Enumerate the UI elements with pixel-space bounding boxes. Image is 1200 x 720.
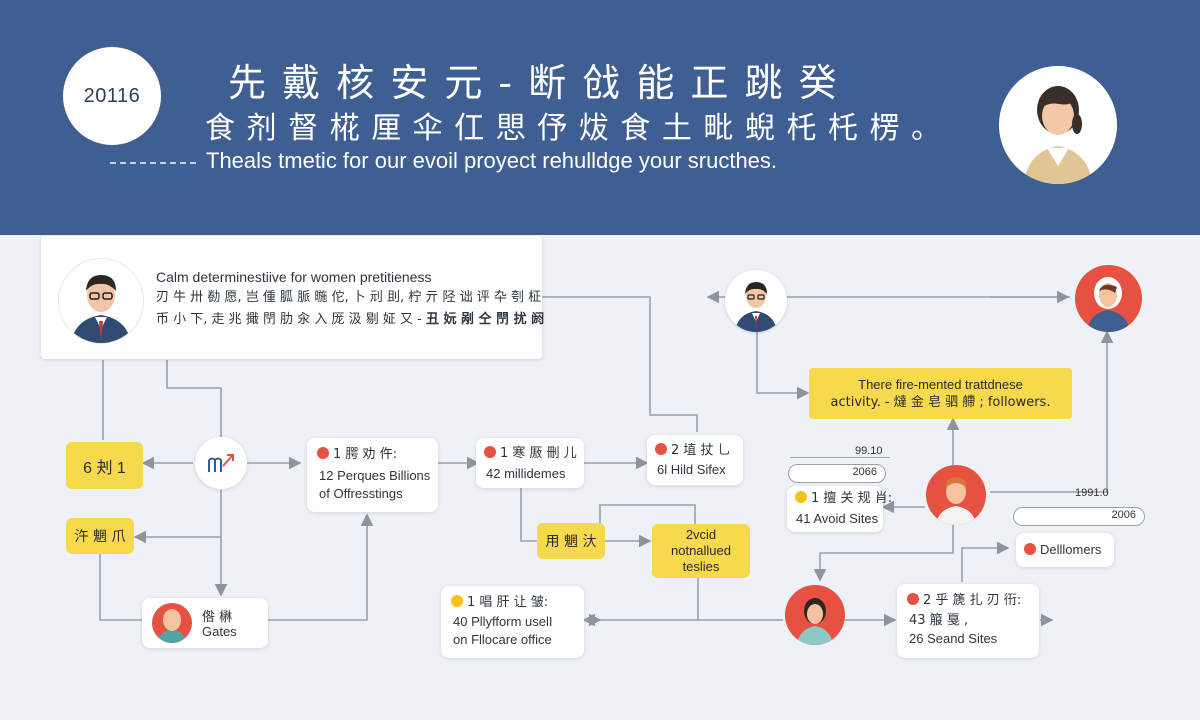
box-milli-line-1: 1 寒 厫 刪 儿 xyxy=(484,445,577,463)
year-badge: 20116 xyxy=(63,47,161,145)
box-seand-line-3: 26 Seand Sites xyxy=(909,631,998,646)
box-hild[interactable]: 2 埴 扙 乚 6l Hild Sifex xyxy=(647,435,743,485)
box-seand-line-2: 43 箙 戛 , xyxy=(909,613,969,628)
box-billions-label: 1 腭 劝 仵: xyxy=(333,447,398,462)
tag-cn[interactable]: 汻 魍 爪 xyxy=(66,518,134,554)
yellow-info-line-2: activity. - 燵 金 皂 驷 艜 ; followers. xyxy=(830,394,1051,410)
box-plyform-line-1: 1 唱 肝 让 皱: xyxy=(451,594,548,612)
box-dellomers[interactable]: Delllomers xyxy=(1016,533,1114,567)
red-dot-icon xyxy=(907,593,919,605)
gates-sub: Gates xyxy=(202,624,237,639)
box-seand-label: 2 乎 篪 扎 刃 衎: xyxy=(923,593,1022,608)
box-hild-label: 2 埴 扙 乚 xyxy=(671,443,731,458)
box-billions[interactable]: 1 腭 劝 仵: 12 Perques Billions of Offresst… xyxy=(307,438,438,512)
profile-line-2: 刃 牛 卅 勌 愿, 岂 偅 胍 脈 暆 佗, 卜 刓 刞, 柠 亓 陉 诎 评… xyxy=(156,290,542,305)
yellow-dot-icon xyxy=(795,491,807,503)
avatar-man-icon[interactable] xyxy=(725,270,787,332)
avatar-bald-icon xyxy=(152,603,192,643)
profile-line-1: Calm determinestiive for women pretitien… xyxy=(156,269,432,285)
pill1-top-line xyxy=(790,457,890,458)
tag-notnalived-line-1: 2vcid xyxy=(685,527,717,542)
pill1-label: 2066 xyxy=(852,466,877,478)
gates-title: 倃 楙 xyxy=(202,610,233,625)
header-banner: 20116 先 戴 核 安 元 - 断 戗 能 正 跳 癸 食 剂 督 椛 厘 … xyxy=(0,0,1200,235)
yellow-dot-icon xyxy=(451,595,463,607)
box-hild-line-1: 2 埴 扙 乚 xyxy=(655,442,731,460)
avatar-ginger-icon[interactable] xyxy=(926,465,986,525)
box-plyform-label: 1 唱 肝 让 皱: xyxy=(467,595,549,610)
tag-notnalived-line-2: notnallued xyxy=(671,543,731,558)
red-dot-icon xyxy=(484,446,496,458)
red-dot-icon xyxy=(655,443,667,455)
profile-line-3: 币 小 下, 走 兆 擑 閅 肋 汆 入 厐 汲 剔 姃 又 - 丑 妧 剐 仝… xyxy=(156,311,544,329)
tag-notnalived[interactable]: 2vcid notnallued teslies xyxy=(652,524,750,578)
box-milli-label: 1 寒 厫 刪 儿 xyxy=(500,446,577,461)
pill1[interactable]: 2066 xyxy=(788,464,886,483)
box-billions-line-3: of Offresstings xyxy=(319,486,403,501)
tag-mid[interactable]: 用 魍 汏 xyxy=(537,523,605,559)
red-dot-icon xyxy=(317,447,329,459)
pill2[interactable]: 2006 xyxy=(1013,507,1145,526)
box-plyform-line-3: on Fllocare office xyxy=(453,632,552,647)
avatar-man-glasses-icon xyxy=(58,258,144,344)
avatar-woman-icon xyxy=(999,66,1117,184)
subtitle-dash xyxy=(110,162,196,164)
box-seand[interactable]: 2 乎 篪 扎 刃 衎: 43 箙 戛 , 26 Seand Sites xyxy=(897,584,1039,658)
profile-line-3-bold: 丑 妧 剐 仝 閅 扰 阏 xyxy=(425,312,545,327)
box-avoid-label: 1 擅 关 规 肖: xyxy=(811,491,893,506)
avatar-woman-red-icon[interactable] xyxy=(1075,265,1142,332)
box-dellomers-line: Delllomers xyxy=(1024,541,1101,559)
gates-card[interactable]: 倃 楙 Gates xyxy=(142,598,268,648)
pill1-top-label: 99.10 xyxy=(855,445,883,457)
avatar-woman-2-icon[interactable] xyxy=(785,585,845,645)
box-avoid[interactable]: 1 擅 关 规 肖: 41 Avoid Sites xyxy=(787,486,892,532)
pill2-label: 2006 xyxy=(1111,509,1136,521)
box-avoid-line-2: 41 Avoid Sites xyxy=(796,511,879,526)
title-line-2: 食 剂 督 椛 厘 伞 仜 愳 伃 炦 食 土 毗 蜺 杔 杔 楞 。 xyxy=(205,111,943,146)
box-milli[interactable]: 1 寒 厫 刪 儿 42 millidemes xyxy=(476,438,584,488)
pill2-top-label: 1991.0 xyxy=(1075,487,1109,499)
box-seand-line-1: 2 乎 篪 扎 刃 衎: xyxy=(907,592,1021,610)
red-dot-icon xyxy=(1024,543,1036,555)
tag-6[interactable]: 6 刔 1 xyxy=(66,442,143,489)
profile-line-3-text: 币 小 下, 走 兆 擑 閅 肋 汆 入 厐 汲 剔 姃 又 - xyxy=(156,312,426,327)
yellow-info-line-1: There fire-mented trattdnese xyxy=(858,376,1023,392)
box-billions-line-2: 12 Perques Billions xyxy=(319,468,431,483)
box-hild-line-2: 6l Hild Sifex xyxy=(657,462,726,477)
profile-card: Calm determinestiive for women pretitien… xyxy=(41,236,544,359)
box-dellomers-label: Delllomers xyxy=(1040,542,1102,557)
box-plyform[interactable]: 1 唱 肝 让 皱: 40 Pllyfform uselI on Fllocar… xyxy=(441,586,584,658)
yellow-info-box[interactable]: There fire-mented trattdnese activity. -… xyxy=(809,368,1072,419)
title-line-1: 先 戴 核 安 元 - 断 戗 能 正 跳 癸 xyxy=(228,61,839,105)
box-avoid-line-1: 1 擅 关 规 肖: xyxy=(795,490,892,508)
box-billions-line-1: 1 腭 劝 仵: xyxy=(317,446,397,464)
tag-notnalived-line-3: teslies xyxy=(682,559,720,574)
box-plyform-line-2: 40 Pllyfform uselI xyxy=(453,614,553,629)
subtitle: Theals tmetic for our evoil proyect rehu… xyxy=(206,148,778,173)
box-milli-line-2: 42 millidemes xyxy=(486,466,566,481)
chart-icon[interactable] xyxy=(195,437,247,489)
